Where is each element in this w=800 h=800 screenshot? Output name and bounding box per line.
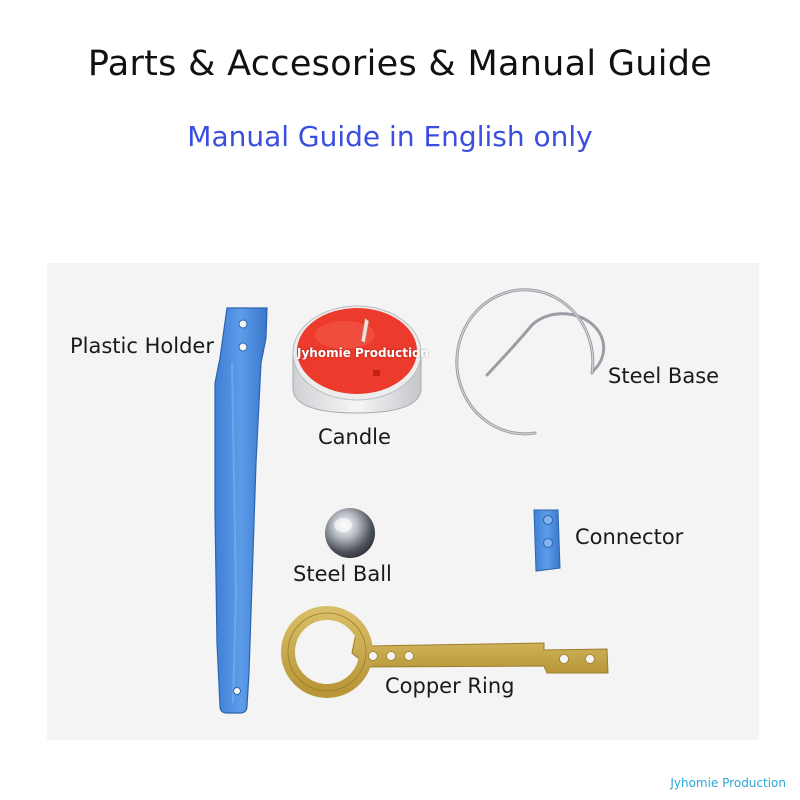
copper-ring-image: [281, 606, 609, 698]
copper-ring-label: Copper Ring: [385, 674, 515, 698]
page-subtitle: Manual Guide in English only: [187, 120, 593, 153]
connector-label: Connector: [575, 525, 684, 549]
candle-watermark: Jyhomie Production: [297, 346, 429, 360]
candle-image: [292, 305, 422, 414]
connector-image: [533, 509, 561, 572]
parts-photo: Jyhomie Production Plastic Holder Candle…: [47, 263, 759, 740]
steel-ball-label: Steel Ball: [293, 562, 392, 586]
steel-base-image: [455, 288, 606, 436]
footer-credit: Jyhomie Production: [670, 776, 786, 790]
candle-label: Candle: [318, 425, 391, 449]
page-title: Parts & Accesories & Manual Guide: [87, 44, 713, 84]
steel-base-label: Steel Base: [608, 364, 720, 388]
steel-ball-image: [325, 508, 375, 558]
plastic-holder-image: [214, 307, 268, 714]
parts-illustration: [214, 288, 609, 714]
plastic-holder-label: Plastic Holder: [70, 334, 214, 358]
